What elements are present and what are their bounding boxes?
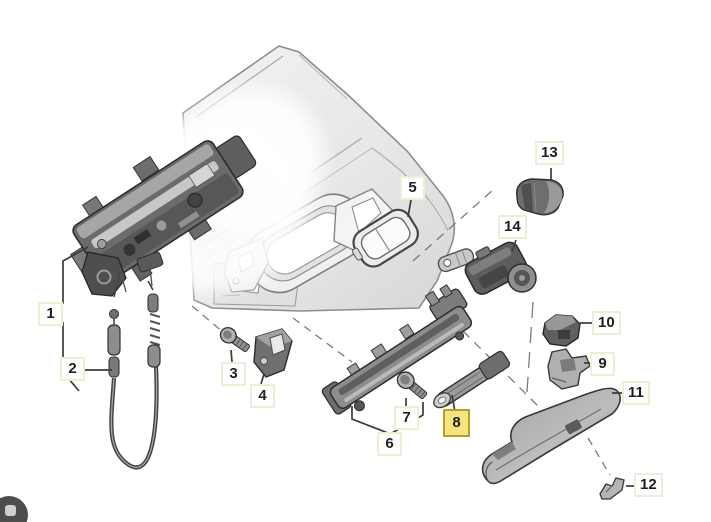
part-label-4[interactable]: 4 [250, 384, 275, 408]
corner-badge-icon [0, 496, 28, 522]
housing-part-10 [542, 314, 581, 347]
part-label-14[interactable]: 14 [498, 215, 527, 239]
part-label-3[interactable]: 3 [221, 362, 246, 386]
screw-part-3 [219, 326, 250, 353]
part-label-7[interactable]: 7 [394, 406, 419, 430]
mount-plate-part-4 [253, 328, 293, 378]
part-label-5[interactable]: 5 [400, 176, 425, 200]
cap-part-13 [515, 178, 564, 216]
door-handle-part-11 [481, 387, 621, 485]
lock-mechanism-part-1 [69, 135, 257, 297]
part-label-9[interactable]: 9 [590, 352, 615, 376]
part-label-6[interactable]: 6 [377, 432, 402, 456]
handle-carrier-part-6 [321, 284, 473, 415]
part-label-10[interactable]: 10 [592, 311, 621, 335]
dashed-guides [191, 188, 611, 476]
part-label-8-highlighted[interactable]: 8 [443, 409, 470, 437]
bracket-part-9 [547, 348, 591, 390]
clip-part-12 [599, 477, 625, 500]
part-label-12[interactable]: 12 [634, 473, 663, 497]
bowden-cable-part-2 [107, 271, 161, 470]
part-label-1[interactable]: 1 [38, 302, 63, 326]
gasket-part-5 [351, 208, 419, 268]
screw-part-7 [396, 371, 428, 400]
lock-cylinder-part-14 [437, 241, 537, 295]
part-label-11[interactable]: 11 [622, 381, 650, 405]
part-label-13[interactable]: 13 [535, 141, 564, 165]
part-label-2[interactable]: 2 [60, 357, 85, 381]
lever-part-8 [433, 350, 511, 409]
